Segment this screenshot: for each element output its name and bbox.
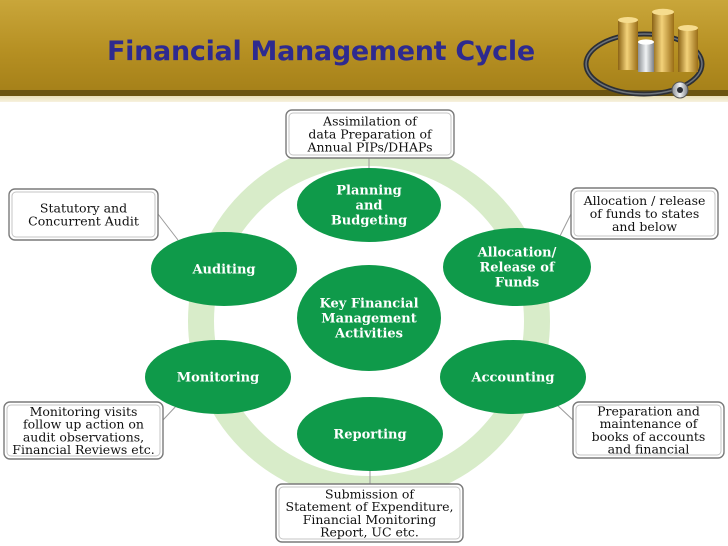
- center-node-shape: [297, 265, 441, 371]
- accounting-note-line-2: maintenance of: [600, 416, 699, 431]
- planning-note-frame: [285, 109, 455, 159]
- reporting-note-line-4: Report, UC etc.: [320, 525, 419, 540]
- node-allocation-line-2: Release of: [479, 261, 555, 276]
- accounting-note-connector: [555, 403, 574, 421]
- node-monitoring: Monitoring: [145, 340, 291, 414]
- page-title: Financial Management Cycle: [107, 36, 535, 67]
- allocation-note-line-3: and below: [612, 219, 677, 234]
- node-allocation-line-3: Funds: [495, 276, 539, 291]
- coins-stethoscope-icon: [583, 8, 705, 99]
- header-banner: [0, 0, 728, 96]
- node-auditing-line-1: Auditing: [191, 263, 255, 278]
- allocation-note-line-2: of funds to states: [590, 206, 700, 221]
- node-auditing-shape: [151, 232, 297, 306]
- node-monitoring-shape: [145, 340, 291, 414]
- auditing-note-inner-frame: [11, 191, 156, 238]
- planning-note-line-3: Annual PIPs/DHAPs: [306, 139, 432, 154]
- node-monitoring-line-1: Monitoring: [177, 371, 259, 386]
- planning-note-line-1: Assimilation of: [322, 114, 418, 129]
- node-reporting-shape: [297, 397, 443, 471]
- node-planning-line-3: Budgeting: [331, 214, 407, 229]
- planning-note-line-2: data Preparation of: [308, 127, 433, 142]
- accounting-note-line-1: Preparation and: [597, 403, 700, 418]
- center-node-line-2: Management: [321, 312, 417, 327]
- auditing-note-line-2: Concurrent Audit: [28, 213, 139, 228]
- allocation-note-inner-frame: [573, 190, 716, 237]
- allocation-note-frame: [570, 187, 719, 240]
- reporting-note-frame: [275, 483, 464, 543]
- allocation-note-line-1: Allocation / release: [583, 193, 706, 208]
- node-planning-line-2: and: [356, 199, 383, 214]
- center-node-line-1: Key Financial: [319, 297, 418, 312]
- reporting-note-line-1: Submission of: [325, 486, 415, 501]
- node-allocation-shape: [443, 228, 591, 306]
- node-accounting-line-1: Accounting: [471, 371, 555, 386]
- monitoring-note-line-4: Financial Reviews etc.: [12, 442, 154, 457]
- node-planning-line-1: Planning: [336, 184, 402, 199]
- accounting-note-line-4: and financial: [608, 442, 690, 457]
- header-divider: [0, 90, 728, 96]
- auditing-note-connector: [157, 213, 179, 241]
- reporting-note-inner-frame: [278, 486, 461, 540]
- node-planning-shape: [297, 168, 441, 242]
- node-accounting: Accounting: [440, 340, 586, 414]
- accounting-note-inner-frame: [575, 404, 722, 456]
- monitoring-note-line-1: Monitoring visits: [30, 404, 138, 419]
- monitoring-note-line-2: follow up action on: [23, 417, 144, 432]
- header-underline: [0, 96, 728, 102]
- monitoring-note-frame: [3, 401, 164, 460]
- planning-note-inner-frame: [288, 112, 452, 156]
- auditing-note-line-1: Statutory and: [40, 201, 127, 216]
- allocation-note-connector: [559, 213, 572, 237]
- accounting-note-frame: [572, 401, 725, 459]
- accounting-note-line-3: books of accounts: [592, 429, 706, 444]
- monitoring-note-line-3: audit observations,: [23, 429, 144, 444]
- node-accounting-shape: [440, 340, 586, 414]
- auditing-note-frame: [8, 188, 159, 241]
- node-auditing: Auditing: [151, 232, 297, 306]
- node-reporting-line-1: Reporting: [333, 428, 406, 443]
- monitoring-note-inner-frame: [6, 404, 161, 457]
- node-reporting: Reporting: [297, 397, 443, 471]
- center-node-line-3: Activities: [334, 327, 403, 342]
- node-allocation-line-1: Allocation/: [477, 246, 557, 261]
- reporting-note-line-2: Statement of Expenditure,: [286, 499, 454, 514]
- reporting-note-line-3: Financial Monitoring: [303, 512, 437, 527]
